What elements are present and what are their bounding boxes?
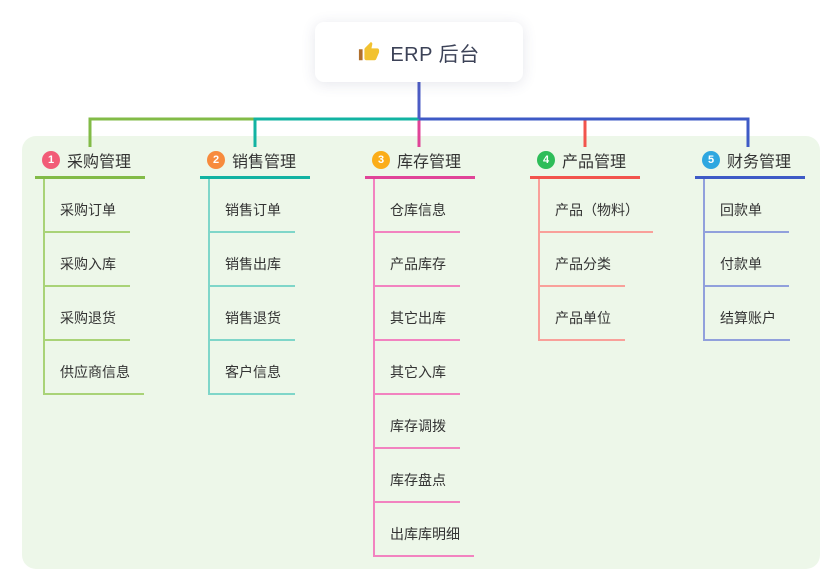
branch-children: 仓库信息产品库存其它出库其它入库库存调拨库存盘点出库库明细 [373, 179, 474, 557]
child-node[interactable]: 产品（物料） [540, 179, 653, 233]
branch-title: 采购管理 [67, 154, 132, 171]
child-node[interactable]: 采购入库 [45, 233, 130, 287]
child-label: 销售出库 [225, 256, 281, 272]
child-node[interactable]: 采购订单 [45, 179, 130, 233]
branch-children: 产品（物料） 产品分类产品单位 [538, 179, 653, 341]
child-node[interactable]: 采购退货 [45, 287, 130, 341]
branch-product: 4 产品管理 产品（物料） 产品分类产品单位 [530, 148, 653, 341]
child-label: 产品（物料） [555, 202, 639, 218]
child-node[interactable]: 供应商信息 [45, 341, 144, 395]
child-label: 库存盘点 [390, 472, 446, 488]
child-label: 采购订单 [60, 202, 116, 218]
branches-background-panel [22, 136, 820, 569]
child-node[interactable]: 回款单 [705, 179, 789, 233]
child-label: 付款单 [720, 256, 762, 272]
child-node[interactable]: 产品单位 [540, 287, 625, 341]
branch-children: 采购订单采购入库采购退货供应商信息 [43, 179, 144, 395]
child-label: 供应商信息 [60, 364, 130, 380]
child-label: 其它入库 [390, 364, 446, 380]
branch-title: 库存管理 [397, 154, 462, 171]
branch-node-product[interactable]: 4 产品管理 [530, 148, 640, 179]
child-label: 产品库存 [390, 256, 446, 272]
child-label: 采购退货 [60, 310, 116, 326]
child-label: 采购入库 [60, 256, 116, 272]
root-title: ERP 后台 [390, 43, 480, 66]
child-node[interactable]: 付款单 [705, 233, 789, 287]
child-node[interactable]: 出库库明细 [375, 503, 474, 557]
child-label: 库存调拨 [390, 418, 446, 434]
child-label: 销售订单 [225, 202, 281, 218]
child-node[interactable]: 产品库存 [375, 233, 460, 287]
branch-badge: 4 [537, 151, 555, 169]
child-label: 结算账户 [720, 310, 776, 326]
child-label: 出库库明细 [390, 526, 460, 542]
branch-title: 产品管理 [562, 154, 627, 171]
child-node[interactable]: 其它出库 [375, 287, 460, 341]
child-node[interactable]: 销售订单 [210, 179, 295, 233]
child-node[interactable]: 其它入库 [375, 341, 460, 395]
branch-node-inventory[interactable]: 3 库存管理 [365, 148, 475, 179]
branch-title: 财务管理 [727, 154, 792, 171]
branch-purchase: 1 采购管理 采购订单采购入库采购退货供应商信息 [35, 148, 145, 395]
branch-badge: 5 [702, 151, 720, 169]
child-node[interactable]: 仓库信息 [375, 179, 460, 233]
branch-children: 销售订单销售出库销售退货客户信息 [208, 179, 295, 395]
branch-node-purchase[interactable]: 1 采购管理 [35, 148, 145, 179]
branch-badge: 3 [372, 151, 390, 169]
child-node[interactable]: 库存调拨 [375, 395, 460, 449]
branch-sales: 2 销售管理 销售订单销售出库销售退货客户信息 [200, 148, 310, 395]
branch-finance: 5 财务管理 回款单付款单结算账户 [695, 148, 805, 341]
child-node[interactable]: 销售退货 [210, 287, 295, 341]
child-node[interactable]: 产品分类 [540, 233, 625, 287]
thumbs-up-icon [359, 41, 380, 61]
child-node[interactable]: 结算账户 [705, 287, 790, 341]
child-label: 回款单 [720, 202, 762, 218]
branch-badge: 2 [207, 151, 225, 169]
child-label: 仓库信息 [390, 202, 446, 218]
child-node[interactable]: 销售出库 [210, 233, 295, 287]
child-label: 销售退货 [225, 310, 281, 326]
branch-node-sales[interactable]: 2 销售管理 [200, 148, 310, 179]
root-node[interactable]: ERP 后台 [315, 22, 523, 82]
child-node[interactable]: 库存盘点 [375, 449, 460, 503]
child-label: 其它出库 [390, 310, 446, 326]
branch-children: 回款单付款单结算账户 [703, 179, 790, 341]
branch-node-finance[interactable]: 5 财务管理 [695, 148, 805, 179]
child-label: 产品分类 [555, 256, 611, 272]
child-node[interactable]: 客户信息 [210, 341, 295, 395]
branch-title: 销售管理 [232, 154, 297, 171]
branch-inventory: 3 库存管理 仓库信息产品库存其它出库其它入库库存调拨库存盘点出库库明细 [365, 148, 475, 557]
branch-badge: 1 [42, 151, 60, 169]
child-label: 客户信息 [225, 364, 281, 380]
child-label: 产品单位 [555, 310, 611, 326]
